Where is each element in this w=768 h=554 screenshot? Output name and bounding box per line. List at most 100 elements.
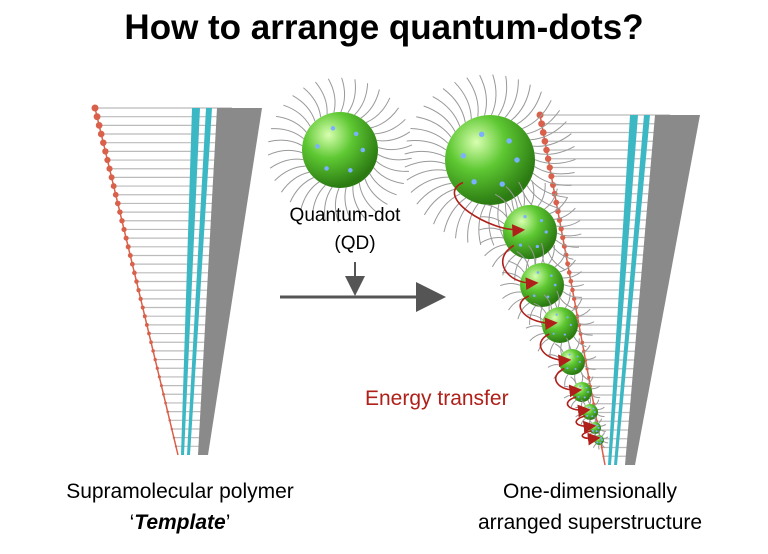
ligand	[352, 185, 365, 219]
ligand	[577, 321, 595, 325]
ligand-anchor	[579, 385, 582, 388]
ligand	[354, 83, 369, 116]
ligand	[416, 116, 452, 138]
ligand-anchor	[555, 313, 558, 316]
ligand	[497, 75, 508, 117]
page-title: How to arrange quantum-dots?	[124, 8, 644, 47]
qd-label: Quantum-dot	[289, 205, 401, 226]
ligand-anchor	[460, 153, 467, 159]
ligand	[416, 182, 452, 205]
ligand	[374, 118, 406, 135]
ligand	[532, 172, 572, 186]
teal-column	[187, 108, 212, 455]
ligand-anchor	[577, 395, 580, 398]
ligand	[537, 182, 546, 207]
ligand-anchor	[514, 157, 520, 163]
ligand	[516, 251, 530, 268]
ligand	[601, 432, 605, 437]
ligand	[303, 87, 322, 118]
ligand-anchor	[574, 367, 577, 370]
ligand	[443, 197, 467, 233]
ligand	[587, 432, 592, 438]
ligand	[563, 394, 573, 399]
ligand	[600, 423, 607, 427]
ligand	[370, 107, 400, 129]
ligand	[562, 271, 582, 279]
ligand	[547, 364, 560, 368]
ligand-anchor	[597, 427, 600, 429]
ligand	[554, 343, 564, 353]
ligand	[276, 115, 307, 133]
ligand-anchor	[315, 144, 320, 149]
ligand	[377, 153, 412, 161]
ligand	[269, 158, 304, 169]
gray-stack	[198, 108, 262, 455]
ligand-anchor	[596, 441, 599, 444]
template-caption-emphasis: ‘Template’	[129, 511, 231, 534]
ligand	[553, 207, 576, 220]
ligand	[289, 177, 314, 203]
ligand	[549, 196, 569, 215]
ligand	[466, 77, 479, 117]
ligand-anchor	[506, 138, 512, 144]
ligand	[529, 332, 545, 342]
ligand	[423, 105, 456, 132]
ligand	[570, 399, 577, 408]
energy-transfer-arrow	[581, 430, 601, 446]
ligand	[366, 97, 391, 123]
ligand	[534, 166, 575, 175]
template-caption: Supramolecular polymer	[66, 480, 294, 503]
ligand	[455, 200, 473, 239]
ligand	[581, 344, 591, 354]
superstructure-caption-line2: arranged superstructure	[477, 511, 703, 534]
ligand	[518, 181, 525, 206]
ligand	[559, 297, 577, 310]
ligand	[564, 374, 569, 386]
ligand	[479, 74, 487, 116]
ligand	[594, 416, 596, 423]
ligand-anchor	[599, 441, 602, 444]
ligand	[597, 413, 605, 418]
ligand	[442, 88, 466, 123]
ligand-anchor	[583, 396, 586, 399]
ligand-anchor	[601, 439, 603, 441]
quantum-dot-illustration	[267, 77, 413, 223]
ligand	[516, 91, 542, 125]
ligand-anchor	[324, 166, 329, 171]
ligand	[601, 443, 605, 449]
ligand	[587, 376, 594, 385]
ligand	[533, 302, 547, 314]
ligand	[480, 216, 505, 225]
ligand-anchor	[578, 361, 581, 363]
ligand-anchor	[499, 181, 505, 187]
ligand	[548, 245, 555, 265]
ligand-anchor	[471, 179, 477, 185]
ligand	[267, 149, 303, 156]
ligand-anchor	[569, 323, 572, 327]
ligand-anchor	[566, 367, 569, 370]
ligand	[484, 244, 507, 257]
ligand	[478, 227, 504, 232]
ligand-anchor	[353, 131, 359, 137]
energy-transfer-arrow	[539, 333, 572, 368]
ligand	[347, 79, 356, 114]
ligand	[410, 128, 449, 144]
ligand	[555, 239, 580, 248]
ligand-anchor	[591, 415, 594, 418]
ligand	[478, 204, 486, 246]
ligand-anchor	[587, 406, 590, 409]
ligand	[517, 302, 530, 320]
ligand	[369, 173, 397, 196]
ligand	[334, 187, 340, 223]
ligand	[486, 204, 508, 218]
ligand	[502, 291, 522, 299]
ligand	[581, 372, 584, 383]
ligand	[566, 337, 570, 350]
ligand-anchor	[348, 168, 353, 173]
ligand	[479, 237, 504, 244]
ligand	[571, 298, 583, 312]
ligand	[514, 257, 523, 282]
ligand	[530, 180, 535, 206]
ligand	[358, 182, 377, 213]
gray-stack	[625, 115, 700, 465]
